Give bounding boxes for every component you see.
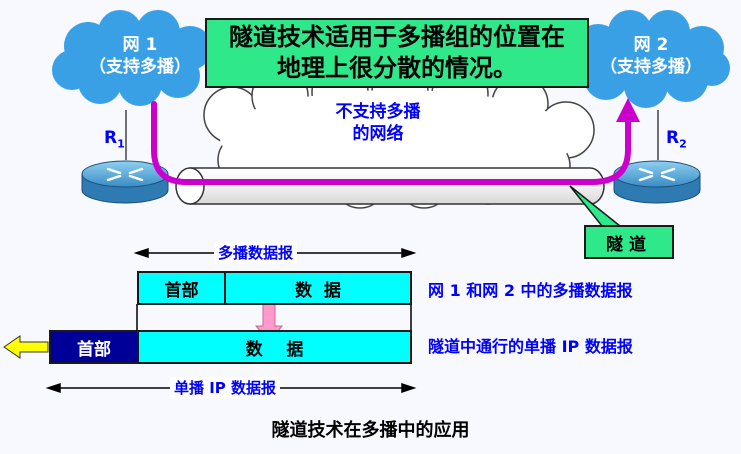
network1-name: 网 1 xyxy=(122,35,158,55)
network2-label: 网 2 （支持多播） xyxy=(586,34,716,78)
router-r2-sub: 2 xyxy=(679,137,687,151)
unicast-data-field: 数 据 xyxy=(137,330,412,364)
router-r1-icon xyxy=(81,160,169,204)
router-r2-letter: R xyxy=(666,128,680,148)
title-box: 隧道技术适用于多播组的位置在 地理上很分散的情况。 xyxy=(205,18,589,88)
multicast-datagram-label: 多播数据报 xyxy=(214,242,298,264)
figure-caption: 隧道技术在多播中的应用 xyxy=(271,420,470,441)
unicast-header-field: 首部 xyxy=(49,330,139,364)
network2-cloud xyxy=(576,10,730,108)
unicast-datagram-label: 单播 IP 数据报 xyxy=(170,377,281,399)
title-line2: 地理上很分散的情况。 xyxy=(277,54,517,82)
unicast-description: 隧道中通行的单播 IP 数据报 xyxy=(428,337,633,356)
network2-note: （支持多播） xyxy=(600,57,702,77)
multicast-description: 网 1 和网 2 中的多播数据报 xyxy=(428,281,633,300)
multicast-path xyxy=(151,101,631,185)
network1-cloud xyxy=(52,10,212,106)
router-r1-letter: R xyxy=(104,128,118,148)
multicast-path-arrowhead xyxy=(616,98,640,122)
tunnel-cylinder xyxy=(175,167,605,205)
tunnel-label: 隧道 xyxy=(584,225,674,259)
network1-note: （支持多播） xyxy=(89,57,191,77)
multicast-data-field: 数 据 xyxy=(224,271,412,305)
router-r1-label: R1 xyxy=(104,128,125,150)
network1-label: 网 1 （支持多播） xyxy=(75,34,205,78)
middle-cloud-line2: 的网络 xyxy=(352,124,404,144)
middle-cloud-label: 不支持多播 的网络 xyxy=(293,101,463,145)
outgoing-arrow-icon xyxy=(3,335,49,359)
multicast-header-field: 首部 xyxy=(137,271,226,305)
network2-name: 网 2 xyxy=(633,35,669,55)
middle-cloud-line1: 不支持多播 xyxy=(335,102,421,122)
router-r1-sub: 1 xyxy=(117,137,125,151)
router-r2-label: R2 xyxy=(666,128,687,150)
router-r2-icon xyxy=(613,160,701,204)
title-line1: 隧道技术适用于多播组的位置在 xyxy=(229,23,565,51)
